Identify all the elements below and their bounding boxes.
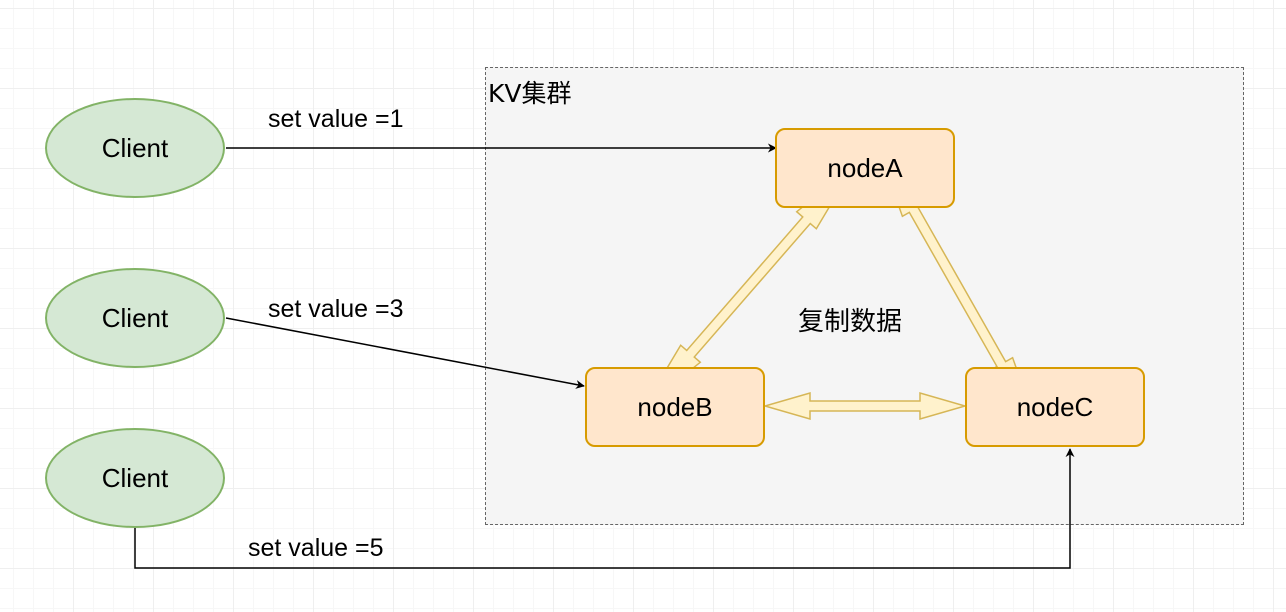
- node-a[interactable]: nodeA: [775, 128, 955, 208]
- replication-arrow-a-b: [633, 157, 864, 417]
- edge-label-3: set value =5: [248, 534, 384, 562]
- node-c[interactable]: nodeC: [965, 367, 1145, 447]
- edge-label-1: set value =1: [268, 105, 404, 133]
- edge-client2-to-nodeB: [225, 317, 585, 389]
- edge-label-2: set value =3: [268, 295, 404, 323]
- edge-client3-to-nodeC: [134, 448, 1075, 569]
- replication-arrow-b-c: [765, 393, 965, 419]
- node-b[interactable]: nodeB: [585, 367, 765, 447]
- cluster-label: KV集群: [488, 79, 572, 108]
- replication-label: 复制数据: [798, 307, 903, 337]
- client-1[interactable]: Client: [45, 98, 225, 198]
- client-2[interactable]: Client: [45, 268, 225, 368]
- client-3[interactable]: Client: [45, 428, 225, 528]
